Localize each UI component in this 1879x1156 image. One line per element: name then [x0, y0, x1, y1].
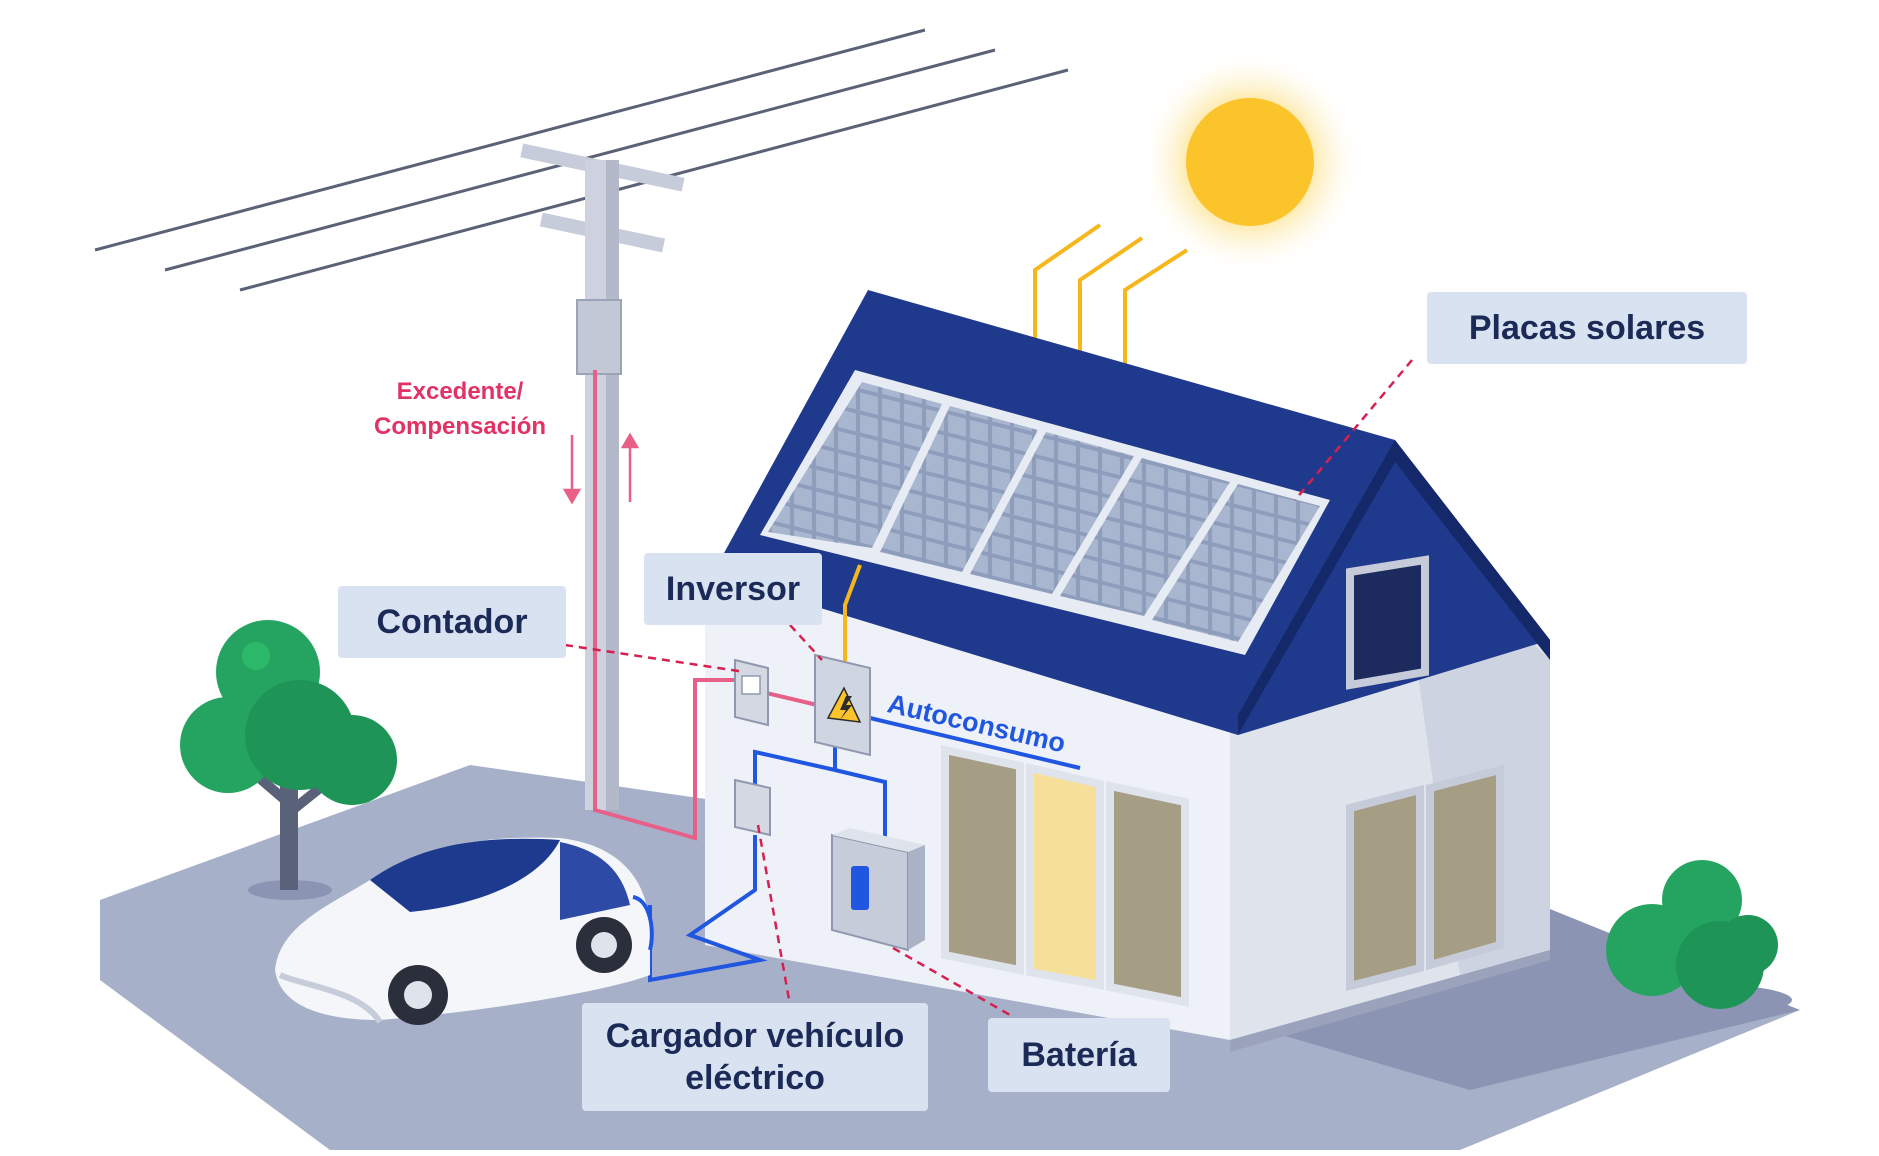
solar-panel [970, 432, 1134, 594]
inverter-box [814, 653, 871, 757]
gable-window [1346, 555, 1429, 690]
utility-pole [520, 143, 685, 810]
solar-panel [880, 406, 1038, 572]
solar-panel [1152, 484, 1320, 642]
label-bateria: Batería [988, 1018, 1170, 1092]
label-contador: Contador [338, 586, 566, 658]
gable-doors [1346, 764, 1504, 992]
glass-doors [941, 745, 1189, 1007]
charger-switch-box [734, 778, 771, 837]
electric-car [275, 837, 654, 1025]
label-cargador-vehiculo: Cargador vehículo eléctrico [582, 1003, 928, 1111]
panel-wiring [843, 564, 862, 665]
sun [1138, 50, 1362, 274]
label-cargador-line1: Cargador vehículo [605, 1016, 905, 1055]
pole-transformer-box [576, 299, 622, 375]
label-placas-solares: Placas solares [1427, 292, 1747, 364]
contador-meter-box [734, 658, 769, 727]
solar-panels [760, 370, 1330, 655]
bush [1606, 860, 1792, 1016]
label-excedente-compensacion: Excedente/ Compensación [340, 375, 580, 445]
label-cargador-line2: eléctrico [685, 1059, 825, 1097]
excedente-arrows [562, 432, 640, 505]
solar-panel [1060, 458, 1230, 616]
house-base [1230, 950, 1550, 1052]
battery-unit [831, 828, 925, 952]
label-excedente-line2: Compensación [373, 412, 547, 440]
label-excedente-line1: Excedente/ [396, 378, 524, 405]
label-inversor: Inversor [644, 553, 822, 625]
tree [180, 620, 397, 900]
ground-shadow [1230, 905, 1800, 1090]
solar-panel [768, 382, 942, 548]
label-pointers [564, 359, 1413, 1017]
